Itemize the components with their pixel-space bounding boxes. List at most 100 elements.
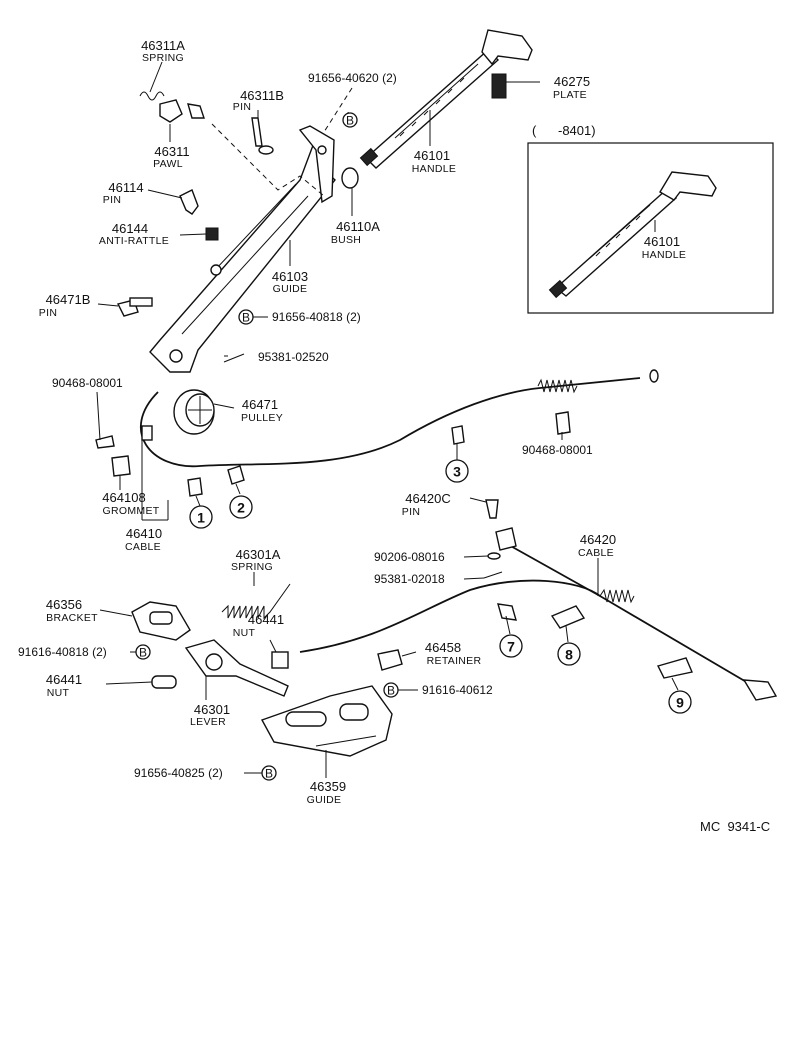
callout-46356-name: BRACKET [46, 612, 98, 624]
callout-46471b-name: PIN [39, 307, 57, 319]
callout-46311-number: 46311 [154, 144, 189, 159]
callout-46101a-name: HANDLE [412, 163, 456, 175]
callout-46114-number: 46114 [108, 180, 143, 195]
callout-46114-name: PIN [103, 194, 121, 206]
callout-46103-name: GUIDE [273, 283, 308, 295]
cotter-pin-2 [483, 571, 503, 579]
spring-drawing-1 [139, 91, 165, 101]
retainer-drawing [377, 649, 403, 671]
callout-46420-number: 46420 [580, 532, 616, 547]
circled-number-7: 7 [507, 639, 515, 655]
ref-91656-40818: 91656-40818 (2) [272, 310, 361, 324]
callout-46311b-number: 46311B [240, 88, 284, 103]
cable-46410-drawing [139, 377, 641, 468]
callout-46359-name: GUIDE [307, 794, 342, 806]
callout-46471-number: 46471 [242, 397, 278, 412]
clip-drawing-4 [227, 465, 245, 485]
bolt-marker-3: B [139, 646, 147, 660]
handle-drawing-inset [548, 171, 717, 299]
callout-labels: 46311A SPRING 46311B PIN 46311 PAWL 4611… [39, 38, 686, 806]
callout-46301-number: 46301 [194, 702, 230, 717]
callout-46275-number: 46275 [554, 74, 590, 89]
callout-46441b-number: 46441 [46, 672, 82, 687]
inset-serial-label: ( -8401) [532, 123, 596, 138]
cotter-pin-1 [223, 353, 245, 363]
reference-numbers: 91656-40620 (2) 91656-40818 (2) 95381-02… [18, 71, 593, 780]
callout-46144-number: 46144 [112, 221, 148, 236]
ref-91656-40620: 91656-40620 (2) [308, 71, 397, 85]
callout-46144-name: ANTI-RATTLE [99, 235, 169, 247]
ref-90206-08016: 90206-08016 [374, 550, 445, 564]
guide-arm-drawing [149, 125, 336, 373]
callout-46441a-number: 46441 [248, 612, 284, 627]
callout-46458-number: 46458 [425, 640, 461, 655]
callout-464108-name: GROMMET [103, 505, 160, 517]
callout-46301-name: LEVER [190, 716, 226, 728]
cable-46420-drawing [499, 539, 761, 691]
ref-90468-08001-right: 90468-08001 [522, 443, 593, 457]
callout-46359-number: 46359 [310, 779, 346, 794]
circled-number-1: 1 [197, 510, 205, 526]
callout-46410-name: CABLE [125, 541, 161, 553]
bolt-markers: B B B B B [135, 112, 399, 781]
callout-46471b-number: 46471B [46, 292, 91, 307]
leader-lines [96, 61, 679, 778]
bolt-marker-1: B [346, 114, 354, 128]
clip-drawing-9 [656, 657, 693, 679]
circled-numbers: 1 2 3 7 8 9 [189, 459, 692, 714]
nut-drawing-1 [271, 651, 289, 669]
nut-drawing-2 [151, 675, 177, 689]
guide-plate-drawing [260, 685, 393, 757]
callout-46311a-number: 46311A [141, 38, 185, 53]
circled-number-9: 9 [676, 695, 684, 711]
callout-46420c-number: 46420C [405, 491, 451, 506]
callout-46103-number: 46103 [272, 269, 308, 284]
bush-drawing [341, 167, 359, 189]
circled-number-8: 8 [565, 647, 573, 663]
clip-drawing-2 [555, 411, 571, 435]
callout-46441b-name: NUT [47, 687, 70, 699]
clip-drawing-7 [497, 603, 517, 621]
lever-drawing [184, 639, 289, 697]
pin-drawing-2 [179, 189, 199, 215]
plate-drawing [491, 73, 507, 99]
callout-46110a-name: BUSH [331, 234, 361, 246]
callout-46471-name: PULLEY [241, 412, 283, 424]
callout-46356-number: 46356 [46, 597, 82, 612]
ref-90468-08001-left: 90468-08001 [52, 376, 123, 390]
callout-46301a-number: 46301A [236, 547, 281, 562]
callout-46311b-name: PIN [233, 101, 251, 113]
bolt-marker-4: B [387, 684, 395, 698]
ref-91616-40818: 91616-40818 (2) [18, 645, 107, 659]
clip-drawing-5 [451, 425, 465, 445]
pulley-drawing [173, 389, 215, 435]
assembly-dash-1 [211, 123, 325, 197]
callout-46101a-number: 46101 [414, 148, 450, 163]
grommet-drawing [111, 455, 131, 477]
circled-number-2: 2 [237, 500, 245, 516]
clip-drawing-8 [550, 605, 586, 629]
clip-drawing-3 [187, 477, 203, 497]
callout-46101b-number: 46101 [644, 234, 680, 249]
bolt-marker-5: B [265, 767, 273, 781]
bolt-marker-2: B [242, 311, 250, 325]
callout-46311a-name: SPRING [142, 52, 184, 64]
spring-drawing-2 [221, 583, 291, 620]
pawl-drawing [159, 99, 183, 123]
pin-drawing-4 [485, 499, 499, 519]
callout-46311-name: PAWL [153, 158, 183, 170]
callout-46458-name: RETAINER [427, 655, 482, 667]
ref-95381-02520: 95381-02520 [258, 350, 329, 364]
pin-drawing-1 [251, 117, 263, 147]
callout-46441a-name: NUT [233, 627, 256, 639]
callout-46420-name: CABLE [578, 547, 614, 559]
callout-46301a-name: SPRING [231, 561, 273, 573]
handle-drawing-main [359, 29, 533, 169]
circled-number-3: 3 [453, 464, 461, 480]
callout-46110a-number: 46110A [336, 219, 380, 234]
callout-46410-number: 46410 [126, 526, 162, 541]
inset-frame [527, 142, 774, 314]
washer-drawing [487, 552, 501, 560]
